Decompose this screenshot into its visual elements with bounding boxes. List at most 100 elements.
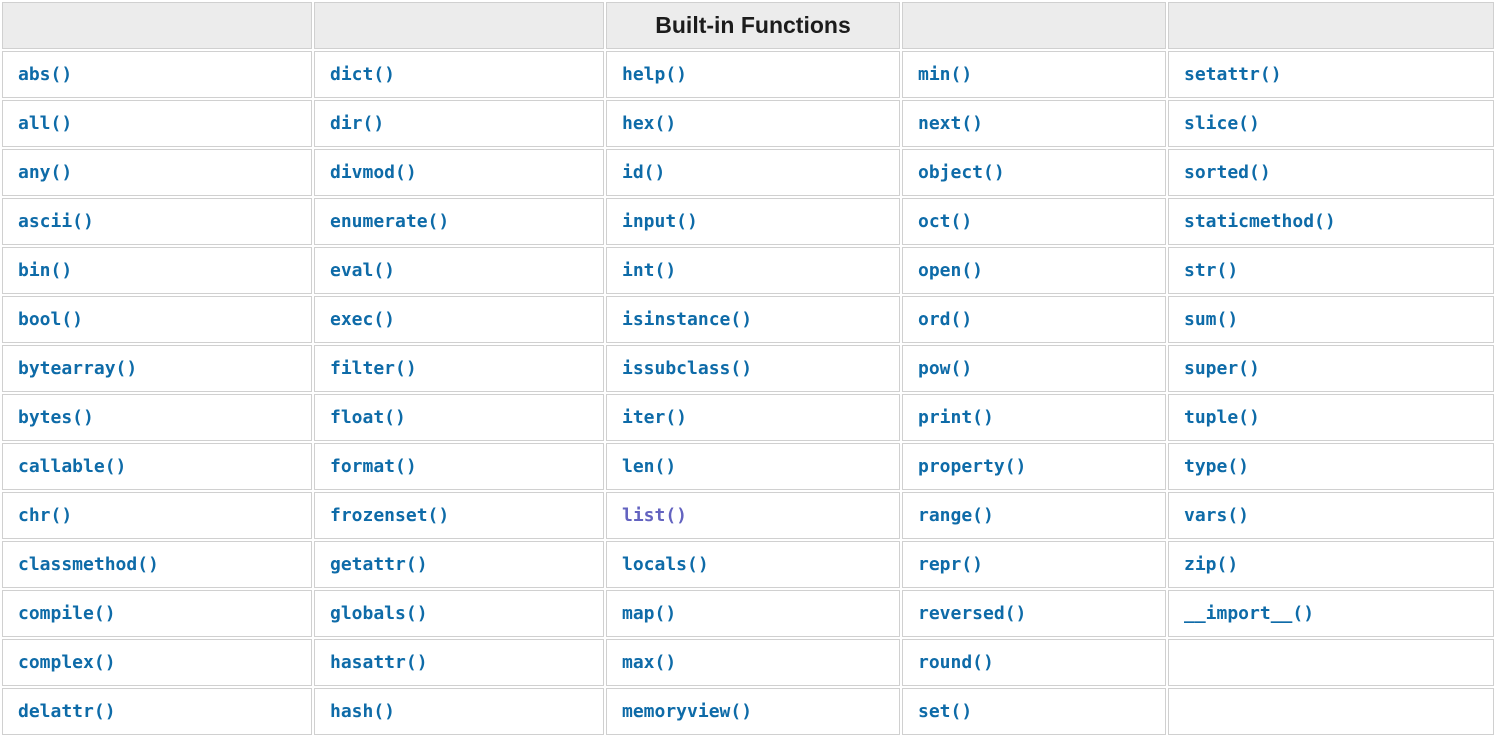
function-link-abs[interactable]: abs()	[18, 64, 73, 85]
function-link-classmethod[interactable]: classmethod()	[18, 554, 159, 575]
function-link-min[interactable]: min()	[918, 64, 973, 85]
function-link-range[interactable]: range()	[918, 505, 994, 526]
table-cell: classmethod()	[2, 541, 312, 588]
function-link-tuple[interactable]: tuple()	[1184, 407, 1260, 428]
function-link-hasattr[interactable]: hasattr()	[330, 652, 428, 673]
function-link-format[interactable]: format()	[330, 456, 417, 477]
function-link-hash[interactable]: hash()	[330, 701, 396, 722]
table-cell: dict()	[314, 51, 604, 98]
table-cell	[1168, 688, 1494, 735]
header-cell-empty	[1168, 2, 1494, 49]
table-cell: filter()	[314, 345, 604, 392]
table-cell: getattr()	[314, 541, 604, 588]
table-title-text: Built-in Functions	[655, 12, 851, 38]
table-cell: __import__()	[1168, 590, 1494, 637]
function-link-type[interactable]: type()	[1184, 456, 1250, 477]
function-link-compile[interactable]: compile()	[18, 603, 116, 624]
function-link-next[interactable]: next()	[918, 113, 984, 134]
function-link-chr[interactable]: chr()	[18, 505, 73, 526]
function-link-set[interactable]: set()	[918, 701, 973, 722]
function-link-complex[interactable]: complex()	[18, 652, 116, 673]
table-cell: type()	[1168, 443, 1494, 490]
table-cell: abs()	[2, 51, 312, 98]
table-row: classmethod() getattr() locals() repr() zip(…	[2, 541, 1494, 588]
function-link-sorted[interactable]: sorted()	[1184, 162, 1271, 183]
table-cell: repr()	[902, 541, 1166, 588]
function-link-bytes[interactable]: bytes()	[18, 407, 94, 428]
function-link-object[interactable]: object()	[918, 162, 1005, 183]
table-cell: open()	[902, 247, 1166, 294]
function-link-help[interactable]: help()	[622, 64, 688, 85]
function-link-hex[interactable]: hex()	[622, 113, 677, 134]
function-link-repr[interactable]: repr()	[918, 554, 984, 575]
function-link-super[interactable]: super()	[1184, 358, 1260, 379]
function-link-iter[interactable]: iter()	[622, 407, 688, 428]
table-cell: reversed()	[902, 590, 1166, 637]
function-link-print[interactable]: print()	[918, 407, 994, 428]
function-link-map[interactable]: map()	[622, 603, 677, 624]
function-link-enumerate[interactable]: enumerate()	[330, 211, 450, 232]
table-cell: frozenset()	[314, 492, 604, 539]
function-link-isinstance[interactable]: isinstance()	[622, 309, 753, 330]
function-link-bool[interactable]: bool()	[18, 309, 84, 330]
function-link-str[interactable]: str()	[1184, 260, 1239, 281]
table-cell: chr()	[2, 492, 312, 539]
table-body: abs() dict() help() min() setattr() all() dir(…	[2, 51, 1494, 735]
function-link-staticmethod[interactable]: staticmethod()	[1184, 211, 1336, 232]
table-cell: id()	[606, 149, 900, 196]
function-link-sum[interactable]: sum()	[1184, 309, 1239, 330]
function-link-round[interactable]: round()	[918, 652, 994, 673]
function-link-locals[interactable]: locals()	[622, 554, 709, 575]
table-cell: zip()	[1168, 541, 1494, 588]
function-link-callable[interactable]: callable()	[18, 456, 127, 477]
function-link-bytearray[interactable]: bytearray()	[18, 358, 138, 379]
function-link-setattr[interactable]: setattr()	[1184, 64, 1282, 85]
function-link-dir[interactable]: dir()	[330, 113, 385, 134]
table-cell: round()	[902, 639, 1166, 686]
function-link-id[interactable]: id()	[622, 162, 666, 183]
table-cell: ord()	[902, 296, 1166, 343]
function-link-float[interactable]: float()	[330, 407, 406, 428]
function-link-dict[interactable]: dict()	[330, 64, 396, 85]
function-link-ord[interactable]: ord()	[918, 309, 973, 330]
function-link-reversed[interactable]: reversed()	[918, 603, 1027, 624]
function-link-ascii[interactable]: ascii()	[18, 211, 94, 232]
function-link-eval[interactable]: eval()	[330, 260, 396, 281]
table-cell: bytes()	[2, 394, 312, 441]
function-link-frozenset[interactable]: frozenset()	[330, 505, 450, 526]
table-row: complex() hasattr() max() round()	[2, 639, 1494, 686]
function-link-bin[interactable]: bin()	[18, 260, 73, 281]
function-link-input[interactable]: input()	[622, 211, 698, 232]
table-row: all() dir() hex() next() slice()	[2, 100, 1494, 147]
table-row: bin() eval() int() open() str()	[2, 247, 1494, 294]
function-link-len[interactable]: len()	[622, 456, 677, 477]
function-link-globals[interactable]: globals()	[330, 603, 428, 624]
function-link-pow[interactable]: pow()	[918, 358, 973, 379]
function-link-all[interactable]: all()	[18, 113, 73, 134]
table-cell: object()	[902, 149, 1166, 196]
function-link-exec[interactable]: exec()	[330, 309, 396, 330]
function-link-vars[interactable]: vars()	[1184, 505, 1250, 526]
function-link-getattr[interactable]: getattr()	[330, 554, 428, 575]
function-link-max[interactable]: max()	[622, 652, 677, 673]
function-link-any[interactable]: any()	[18, 162, 73, 183]
function-link-slice[interactable]: slice()	[1184, 113, 1260, 134]
function-link-oct[interactable]: oct()	[918, 211, 973, 232]
function-link-filter[interactable]: filter()	[330, 358, 417, 379]
table-cell: min()	[902, 51, 1166, 98]
function-link-property[interactable]: property()	[918, 456, 1027, 477]
function-link-open[interactable]: open()	[918, 260, 984, 281]
function-link-memoryview[interactable]: memoryview()	[622, 701, 753, 722]
function-link-issubclass[interactable]: issubclass()	[622, 358, 753, 379]
function-link-int[interactable]: int()	[622, 260, 677, 281]
table-cell: callable()	[2, 443, 312, 490]
function-link-delattr[interactable]: delattr()	[18, 701, 116, 722]
table-row: delattr() hash() memoryview() set()	[2, 688, 1494, 735]
function-link-list[interactable]: list()	[622, 505, 688, 526]
function-link-divmod[interactable]: divmod()	[330, 162, 417, 183]
function-link-zip[interactable]: zip()	[1184, 554, 1239, 575]
table-row: abs() dict() help() min() setattr()	[2, 51, 1494, 98]
function-link-import[interactable]: __import__()	[1184, 603, 1315, 624]
table-cell: str()	[1168, 247, 1494, 294]
